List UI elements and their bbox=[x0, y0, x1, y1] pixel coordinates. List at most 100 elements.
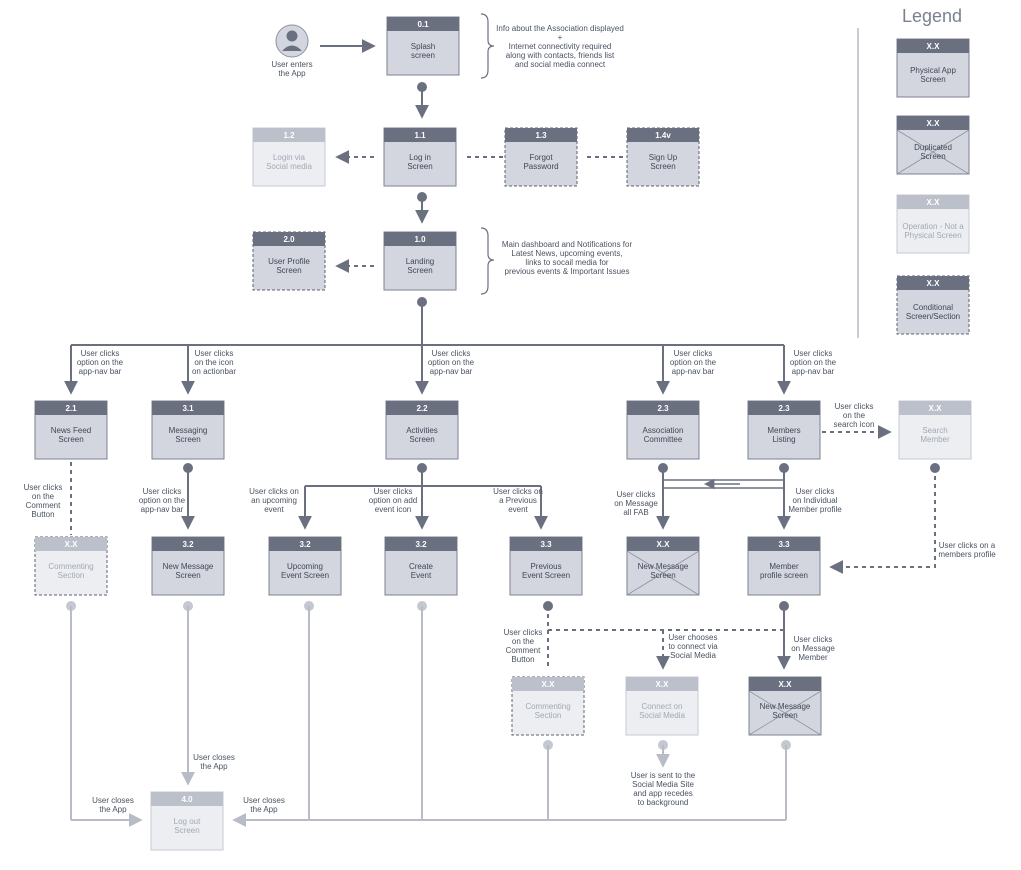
label-appnav: User clicks bbox=[794, 349, 833, 358]
node-label: Screen bbox=[175, 435, 200, 444]
label-comment-button: Button bbox=[511, 655, 534, 664]
label-previous-event: event bbox=[508, 505, 528, 514]
node-label: New Message bbox=[163, 562, 214, 571]
label-message-fab: User clicks bbox=[617, 490, 656, 499]
label-message-fab: all FAB bbox=[623, 508, 648, 517]
node-label: Commenting bbox=[48, 562, 93, 571]
label-connect-social: Social Media bbox=[670, 651, 716, 660]
node-label: Log in bbox=[409, 153, 431, 162]
splash-info-note: and social media connect bbox=[515, 60, 606, 69]
legend-code: X.X bbox=[927, 279, 941, 288]
node-label: Social Media bbox=[639, 711, 685, 720]
node-label: screen bbox=[411, 51, 435, 60]
node-code: 3.2 bbox=[182, 540, 194, 549]
node-label: Screen bbox=[407, 266, 432, 275]
label-sent-social: and app recedes bbox=[633, 789, 693, 798]
label-members-profile: members profile bbox=[938, 550, 996, 559]
label-comment-button: on the bbox=[32, 492, 55, 501]
node-label: Screen bbox=[407, 162, 432, 171]
node-code: 1.4v bbox=[655, 131, 671, 140]
splash-info-note: Info about the Association displayed bbox=[496, 24, 624, 33]
node-code: X.X bbox=[657, 540, 671, 549]
node-code: 1.1 bbox=[414, 131, 426, 140]
node-code: 2.3 bbox=[778, 404, 790, 413]
node-code: 3.3 bbox=[778, 540, 790, 549]
node-label: Member bbox=[920, 435, 950, 444]
label-user-closes: User closes bbox=[193, 753, 235, 762]
label-add-event: event icon bbox=[375, 505, 411, 514]
node-label: Members bbox=[767, 426, 800, 435]
node-label: Messaging bbox=[169, 426, 208, 435]
label-comment-button: User clicks bbox=[24, 483, 63, 492]
label-actionbar: on actionbar bbox=[192, 367, 236, 376]
node-label: Connect on bbox=[642, 702, 683, 711]
landing-info-note: previous events & Important Issues bbox=[505, 267, 630, 276]
node-label: New Message bbox=[760, 702, 811, 711]
label-appnav: app-nav bar bbox=[792, 367, 835, 376]
node-label: Section bbox=[535, 711, 562, 720]
node-label: Committee bbox=[644, 435, 683, 444]
node-code: X.X bbox=[656, 680, 670, 689]
legend-code: X.X bbox=[927, 119, 941, 128]
node-code: X.X bbox=[542, 680, 556, 689]
label-connect-social: to connect via bbox=[668, 642, 718, 651]
label-search-icon: on the bbox=[843, 411, 866, 420]
connectors bbox=[64, 13, 940, 827]
node-label: Screen bbox=[276, 266, 301, 275]
legend-code: X.X bbox=[927, 198, 941, 207]
legend-code: X.X bbox=[927, 42, 941, 51]
node-label: Screen bbox=[409, 435, 434, 444]
legend-label: Duplicated bbox=[914, 143, 952, 152]
label-sent-social: User is sent to the bbox=[631, 771, 696, 780]
node-label: Log out bbox=[174, 817, 201, 826]
node-label: Password bbox=[523, 162, 558, 171]
label-comment-button: User clicks bbox=[504, 628, 543, 637]
node-label: Login via bbox=[273, 153, 306, 162]
label-actionbar: on the icon bbox=[194, 358, 233, 367]
node-label: Landing bbox=[406, 257, 434, 266]
node-code: X.X bbox=[929, 404, 943, 413]
node-label: Screen bbox=[650, 162, 675, 171]
node-label: Screen bbox=[175, 571, 200, 580]
node-code: 3.2 bbox=[299, 540, 311, 549]
node-label: Member bbox=[769, 562, 799, 571]
label-upcoming-event: an upcoming bbox=[251, 496, 297, 505]
node-label: New Message bbox=[638, 562, 689, 571]
label-message-fab: on Message bbox=[614, 499, 658, 508]
label-appnav: User clicks bbox=[81, 349, 120, 358]
landing-info-note: links to socail media for bbox=[525, 258, 608, 267]
node-label: Create bbox=[409, 562, 434, 571]
legend-label: Operation - Not a bbox=[902, 222, 964, 231]
label-previous-event: User clicks on bbox=[493, 487, 543, 496]
node-label: Commenting bbox=[525, 702, 570, 711]
node-label: Event Screen bbox=[281, 571, 329, 580]
label-sent-social: Social Media Site bbox=[632, 780, 694, 789]
legend-label: Physical Screen bbox=[904, 231, 961, 240]
node-label: Social media bbox=[266, 162, 312, 171]
node-label: Screen bbox=[174, 826, 199, 835]
legend-label: Conditional bbox=[913, 303, 953, 312]
label-members-profile: User clicks on a bbox=[939, 541, 996, 550]
node-code: X.X bbox=[65, 540, 79, 549]
label-appnav: User clicks bbox=[432, 349, 471, 358]
label-appnav: User clicks bbox=[674, 349, 713, 358]
node-code: 1.0 bbox=[414, 235, 426, 244]
label-appnav: option on the bbox=[790, 358, 837, 367]
landing-info-note: Main dashboard and Notifications for bbox=[502, 240, 633, 249]
label-appnav: app-nav bar bbox=[672, 367, 715, 376]
